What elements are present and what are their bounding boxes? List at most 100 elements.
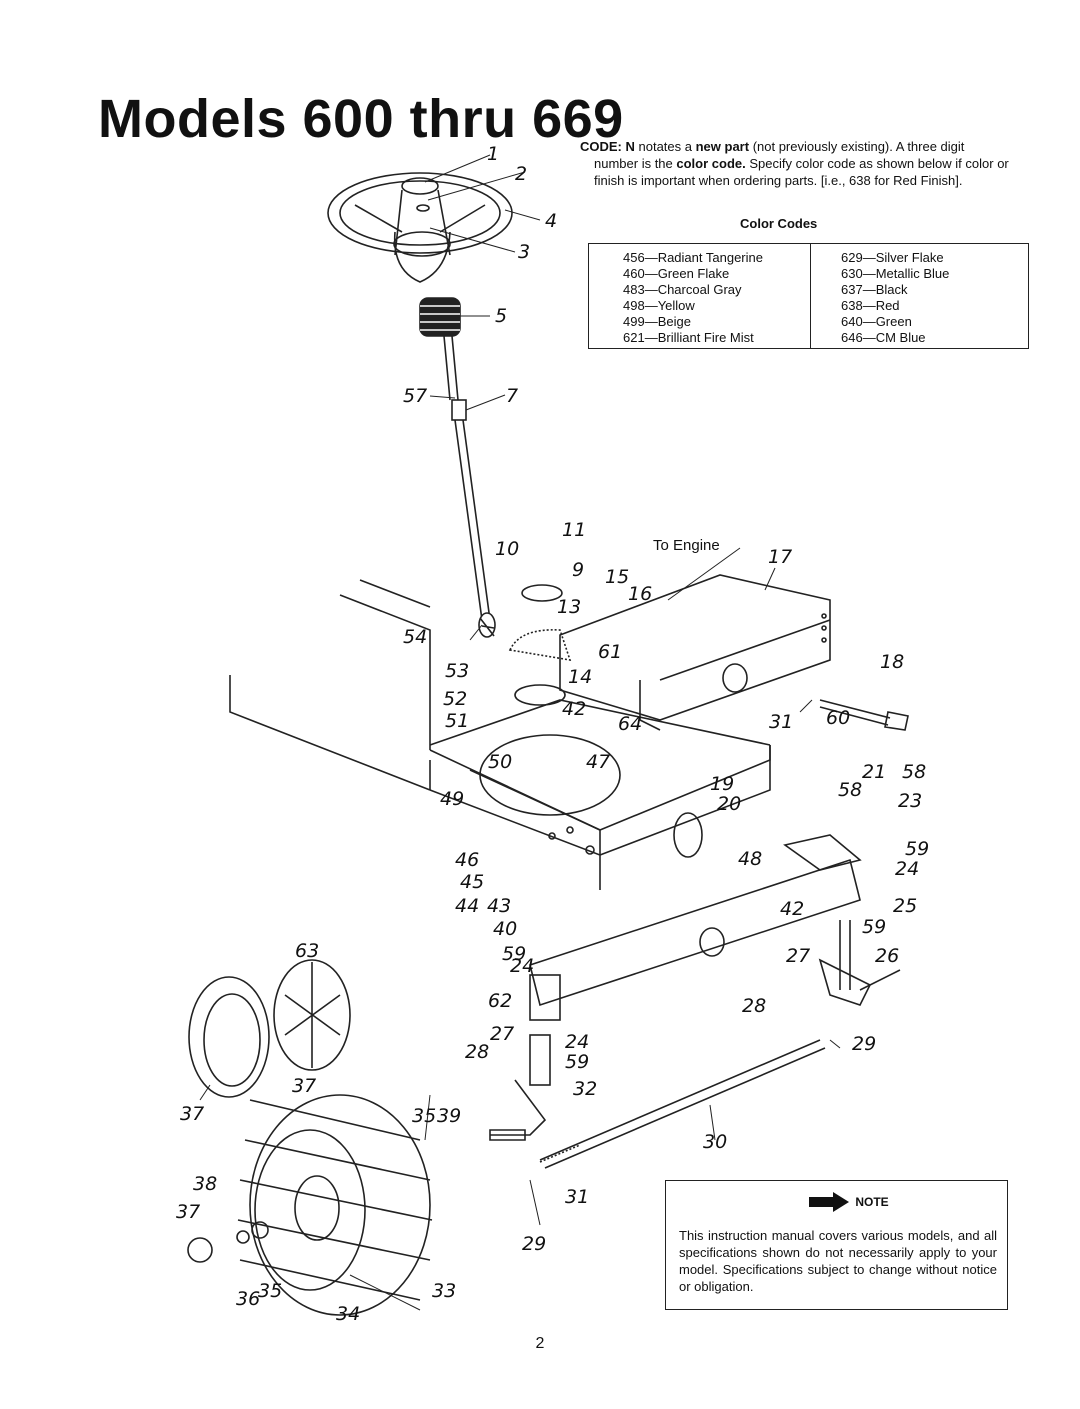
engine-bracket bbox=[559, 574, 831, 731]
note-label: NOTE bbox=[855, 1194, 889, 1209]
color-code-item: 646—CM Blue bbox=[841, 330, 926, 345]
color-code-item: 499—Beige bbox=[623, 314, 691, 329]
callout: 63 bbox=[295, 940, 319, 962]
color-code-item: 483—Charcoal Gray bbox=[623, 282, 742, 297]
callout: 23 bbox=[898, 790, 922, 812]
code-text-3: Specify color code as shown below if col… bbox=[594, 156, 1009, 188]
color-codes-right-column: 629—Silver Flake 630—Metallic Blue 637—B… bbox=[810, 244, 1028, 348]
callout: 58 bbox=[902, 761, 926, 783]
callout: 37 bbox=[292, 1075, 316, 1097]
callout: 42 bbox=[562, 698, 586, 720]
callout: 14 bbox=[568, 666, 592, 688]
note-text: This instruction manual covers various m… bbox=[679, 1228, 997, 1294]
color-code-item: 629—Silver Flake bbox=[841, 250, 944, 265]
wheel-tire bbox=[187, 1094, 433, 1316]
callout: 64 bbox=[618, 713, 642, 735]
bolt-18 bbox=[819, 699, 909, 731]
callout: 32 bbox=[573, 1078, 597, 1100]
callout: 1 bbox=[487, 143, 499, 165]
page-number: 2 bbox=[535, 1335, 545, 1352]
callout: 51 bbox=[445, 710, 469, 732]
callout: 29 bbox=[522, 1233, 546, 1255]
color-code-note: CODE: N notates a new part (not previous… bbox=[580, 138, 1010, 189]
callout: 28 bbox=[742, 995, 766, 1017]
color-code-item: 640—Green bbox=[841, 314, 912, 329]
callout: 9 bbox=[572, 559, 584, 581]
color-codes-title: Color Codes bbox=[740, 216, 818, 231]
callout: 60 bbox=[826, 707, 850, 729]
callout: 15 bbox=[605, 566, 629, 588]
callout: 59 bbox=[862, 916, 886, 938]
callout: 61 bbox=[598, 641, 622, 663]
callout: 49 bbox=[440, 788, 464, 810]
callout: 43 bbox=[487, 895, 511, 917]
callout: 2 bbox=[515, 163, 527, 185]
callout: 62 bbox=[488, 990, 512, 1012]
color-code-item: 637—Black bbox=[841, 282, 908, 297]
callout: 27 bbox=[490, 1023, 514, 1045]
callout-labels: 1 2 4 3 5 57 7 10 11 9 15 16 17 13 54 61… bbox=[176, 143, 929, 1325]
callout: 20 bbox=[717, 793, 741, 815]
callout: 13 bbox=[557, 596, 581, 618]
spindle-left bbox=[489, 1034, 551, 1141]
callout: 52 bbox=[443, 688, 467, 710]
callout: 35 bbox=[258, 1280, 282, 1302]
callout: 50 bbox=[488, 751, 512, 773]
callout: 59 bbox=[565, 1051, 589, 1073]
code-prefix: CODE: N bbox=[580, 139, 635, 154]
callout: 31 bbox=[565, 1186, 589, 1208]
callout: 59 bbox=[502, 943, 526, 965]
callout: 11 bbox=[562, 519, 586, 541]
callout: 57 bbox=[403, 385, 427, 407]
callout: 24 bbox=[510, 955, 534, 977]
callout: 31 bbox=[769, 711, 793, 733]
callout: 17 bbox=[768, 546, 792, 568]
engine-label: To Engine bbox=[653, 537, 720, 554]
callout: 54 bbox=[403, 626, 427, 648]
callout: 36 bbox=[236, 1288, 260, 1310]
steering-bellows bbox=[419, 297, 461, 337]
callout: 34 bbox=[336, 1303, 360, 1325]
callout: 18 bbox=[880, 651, 904, 673]
sector-gear bbox=[508, 584, 572, 706]
color-codes-left-column: 456—Radiant Tangerine 460—Green Flake 48… bbox=[589, 244, 810, 348]
drag-link bbox=[539, 1039, 826, 1169]
color-codes-table: 456—Radiant Tangerine 460—Green Flake 48… bbox=[588, 243, 1029, 349]
front-axle bbox=[529, 834, 862, 1021]
callout: 35 bbox=[412, 1105, 436, 1127]
color-code-item: 630—Metallic Blue bbox=[841, 266, 950, 281]
callout: 24 bbox=[565, 1031, 589, 1053]
callout: 40 bbox=[493, 918, 517, 940]
steering-wheel bbox=[327, 172, 513, 283]
steering-shaft bbox=[443, 335, 496, 638]
callout: 27 bbox=[786, 945, 810, 967]
callout: 58 bbox=[838, 779, 862, 801]
callout: 42 bbox=[780, 898, 804, 920]
callout: 21 bbox=[862, 761, 886, 783]
callout: 45 bbox=[460, 871, 484, 893]
code-bold-new-part: new part bbox=[695, 139, 750, 154]
callout: 5 bbox=[495, 305, 507, 327]
callout: 37 bbox=[176, 1201, 200, 1223]
note-header: NOTE bbox=[699, 1191, 997, 1213]
callout: 16 bbox=[628, 583, 652, 605]
color-code-item: 621—Brilliant Fire Mist bbox=[623, 330, 754, 345]
callout: 25 bbox=[893, 895, 917, 917]
code-bold-color-code: color code. bbox=[676, 156, 746, 171]
callout: 30 bbox=[703, 1131, 727, 1153]
callout: 26 bbox=[875, 945, 899, 967]
tractor-frame bbox=[229, 579, 771, 890]
color-code-item: 456—Radiant Tangerine bbox=[623, 250, 763, 265]
callout: 29 bbox=[852, 1033, 876, 1055]
page-title: Models 600 thru 669 bbox=[98, 89, 624, 149]
callout: 19 bbox=[710, 773, 734, 795]
spindle-right bbox=[818, 920, 901, 1006]
callout: 4 bbox=[545, 210, 557, 232]
color-code-item: 638—Red bbox=[841, 298, 900, 313]
code-text-1: notates a bbox=[634, 139, 696, 154]
callout: 39 bbox=[437, 1105, 461, 1127]
callout: 38 bbox=[193, 1173, 217, 1195]
callout: 7 bbox=[506, 385, 518, 407]
callout: 10 bbox=[495, 538, 519, 560]
